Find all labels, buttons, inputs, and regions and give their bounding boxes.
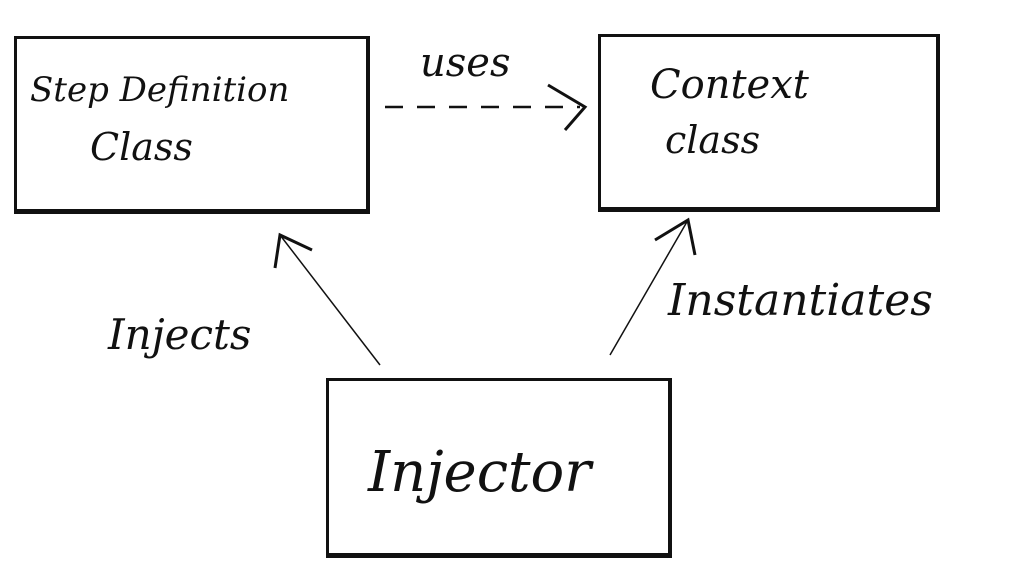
uses-label: uses: [420, 40, 511, 86]
injector-box: [326, 378, 672, 558]
instantiates-arrow-line: [609, 219, 689, 356]
step-definition-label: Step Definition: [30, 70, 290, 110]
instantiates-arrowhead: [654, 217, 697, 256]
injects-label: Injects: [108, 310, 252, 359]
injector-label: Injector: [368, 440, 592, 505]
context-class-box: [598, 34, 940, 212]
context-label: Context: [650, 62, 809, 108]
uses-arrowhead: [547, 83, 588, 131]
context-class-label: class: [665, 118, 761, 162]
injects-arrowhead: [273, 232, 313, 269]
injects-arrow-line: [279, 234, 381, 366]
step-class-label: Class: [90, 125, 193, 169]
step-definition-class-box: [14, 36, 370, 214]
instantiates-label: Instantiates: [668, 275, 933, 326]
